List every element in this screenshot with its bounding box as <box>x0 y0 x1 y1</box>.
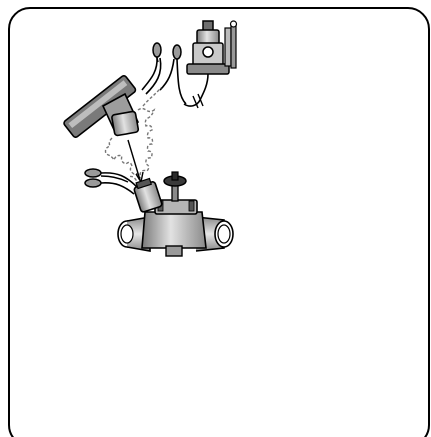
valve-icon <box>117 171 234 257</box>
coiled-cable-icon <box>104 87 162 181</box>
sensor-head-icon <box>63 75 137 138</box>
sensor-body-icon <box>101 92 140 137</box>
lower-wire-nut-icon <box>84 168 139 195</box>
controller-icon <box>183 20 238 109</box>
wire-nut-icon <box>141 42 187 105</box>
